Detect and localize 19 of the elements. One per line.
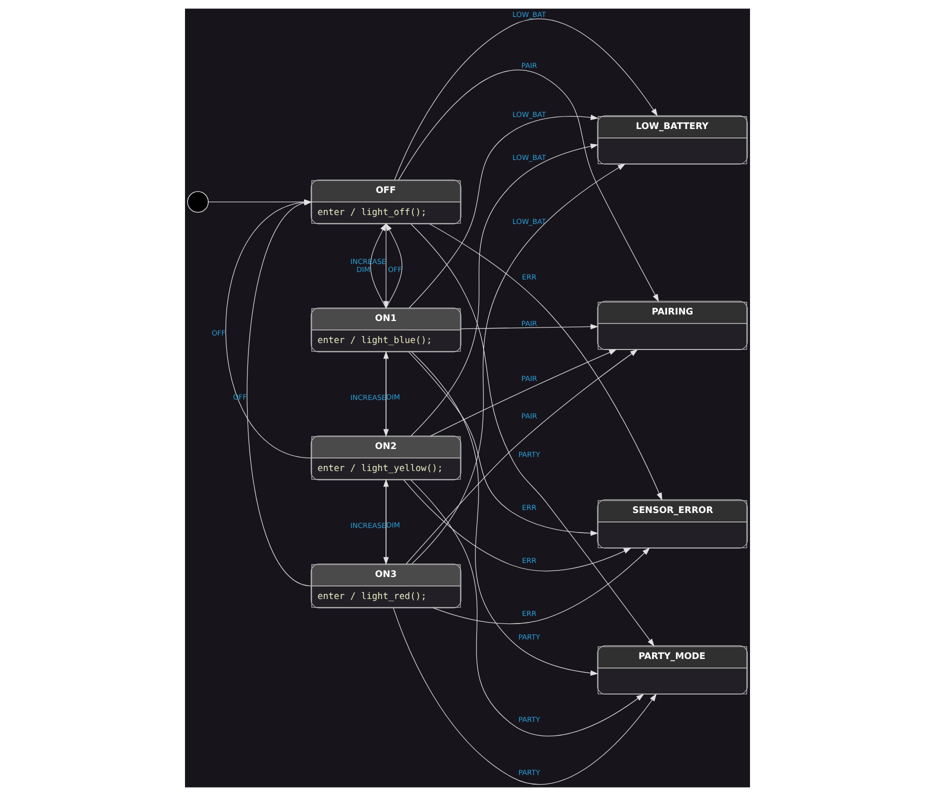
arrow: [460, 324, 598, 330]
arrow: [432, 547, 650, 624]
arrow: [408, 352, 598, 536]
arrow: [394, 18, 658, 180]
arrow: [410, 224, 654, 646]
arrow: [402, 480, 631, 572]
arrow: [405, 349, 638, 564]
arrow: [410, 480, 644, 736]
arrow: [370, 223, 386, 308]
arrow: [392, 608, 656, 785]
arrow: [385, 223, 402, 308]
arrow: [428, 224, 662, 501]
arrow: [410, 352, 598, 676]
arrow: [398, 70, 658, 302]
arrow: [410, 164, 626, 564]
node-circle: [186, 191, 208, 213]
arrow: [408, 114, 598, 308]
arrow: [430, 349, 616, 436]
arrow: [410, 144, 598, 436]
